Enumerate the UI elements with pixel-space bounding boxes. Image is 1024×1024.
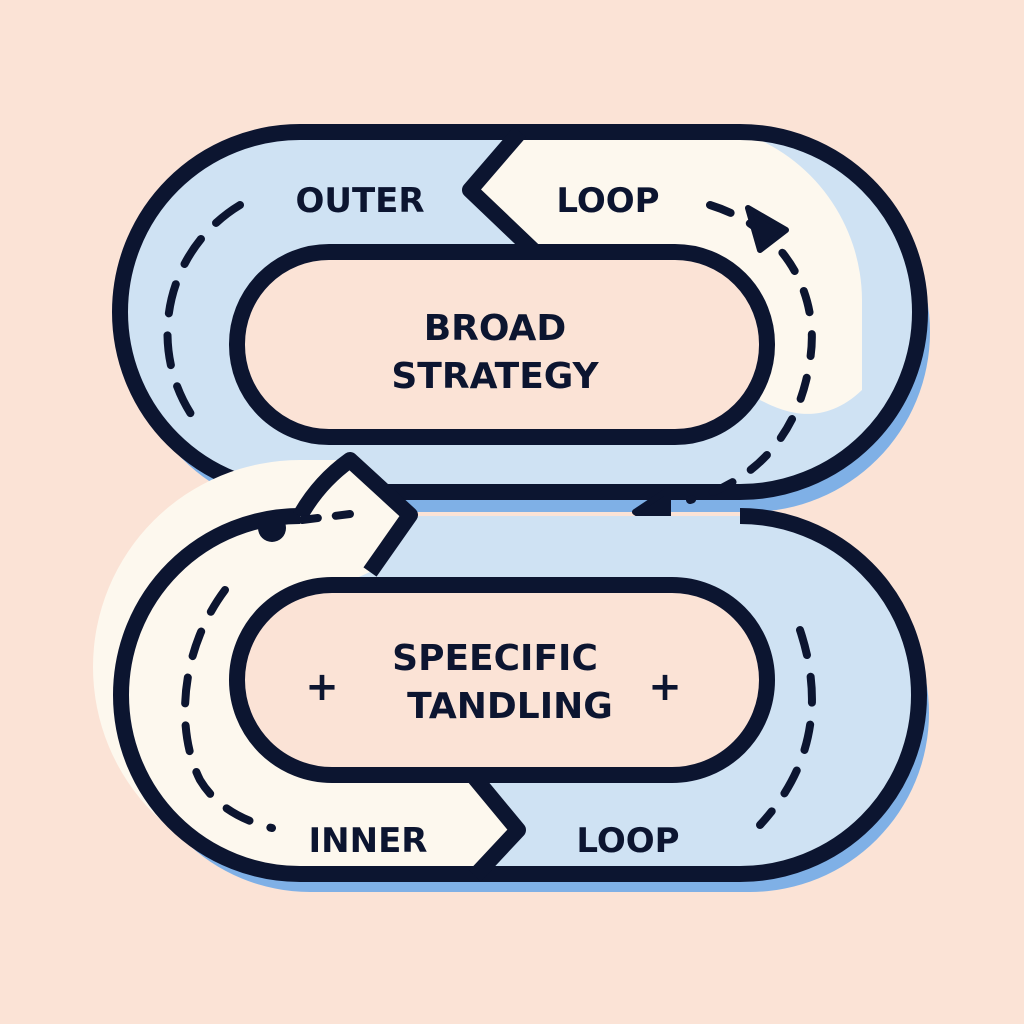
outer-loop-dashed-path-left	[163, 201, 244, 424]
inner-loop-start-dashes	[298, 510, 354, 524]
outer-loop-center	[229, 244, 775, 445]
outer-loop-dashed-path-right	[686, 201, 816, 504]
outer-loop-outline	[112, 124, 928, 500]
inner-loop-dashed-path-left	[181, 586, 276, 832]
outer-loop	[112, 124, 930, 537]
outer-label: OUTER	[295, 181, 424, 221]
inner-loop-dashed-path-right	[756, 626, 816, 829]
specific-handling-line1: SPEECIFIC	[392, 638, 598, 679]
inner-loop-center	[229, 577, 775, 783]
inner-loop-outline-top	[293, 452, 418, 577]
inner-loop-start-dot-icon	[258, 514, 286, 542]
broad-strategy-line2: STRATEGY	[391, 356, 599, 397]
inner-loop-label: LOOP	[576, 821, 679, 861]
inner-label: INNER	[309, 821, 428, 861]
plus-right-icon: +	[648, 664, 682, 710]
inner-loop-arrow-tip	[463, 766, 526, 882]
outer-loop-label: LOOP	[556, 181, 659, 221]
broad-strategy-line1: BROAD	[424, 308, 567, 349]
specific-handling-line2: TANDLING	[407, 686, 613, 727]
inner-loop-outline	[113, 508, 927, 882]
plus-left-icon: +	[305, 664, 339, 710]
outer-loop-arrowhead-top-icon	[745, 205, 789, 253]
outer-loop-arrow-notch	[462, 126, 541, 258]
inner-loop	[93, 452, 929, 892]
